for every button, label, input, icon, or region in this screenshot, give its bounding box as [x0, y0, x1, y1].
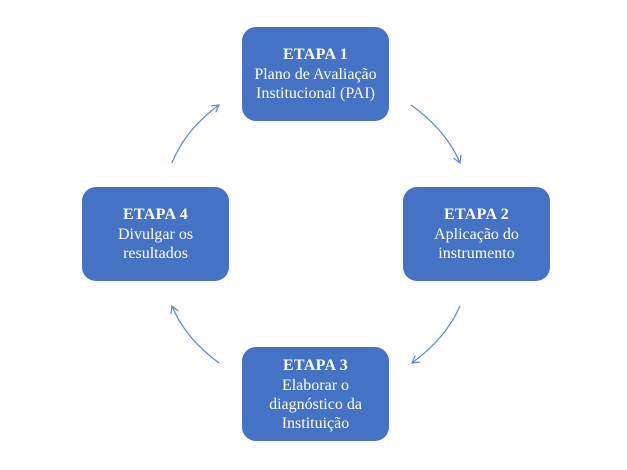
step-description-line: Plano de Avaliação — [254, 66, 377, 83]
step-description-line: diagnóstico da — [269, 395, 362, 413]
arrow-step2-to-step3 — [411, 305, 461, 364]
step-description-line: resultados — [123, 245, 188, 262]
step-description-line: Divulgar os — [117, 226, 194, 243]
step-description-line: Aplicação do — [434, 226, 519, 243]
step-description-line: Elaborar o — [281, 376, 350, 394]
step-2-box: ETAPA 2 Aplicação do instrumento — [403, 187, 550, 281]
step-1-box: ETAPA 1 Plano de Avaliação Institucional… — [242, 27, 389, 121]
step-description-line: Instituição — [281, 414, 350, 432]
step-3-box: ETAPA 3 Elaborar o diagnóstico da Instit… — [242, 347, 389, 441]
arrow-step3-to-step4 — [170, 304, 220, 364]
step-title: ETAPA 2 — [443, 206, 510, 223]
arrow-step1-to-step2 — [410, 104, 462, 165]
step-title: ETAPA 1 — [282, 46, 349, 63]
step-description-line: Institucional (PAI) — [256, 85, 375, 102]
step-description-line: instrumento — [438, 245, 515, 262]
arrow-step4-to-step1 — [171, 104, 220, 164]
step-4-box: ETAPA 4 Divulgar os resultados — [82, 187, 229, 281]
step-title: ETAPA 3 — [282, 356, 349, 374]
step-title: ETAPA 4 — [122, 206, 189, 223]
